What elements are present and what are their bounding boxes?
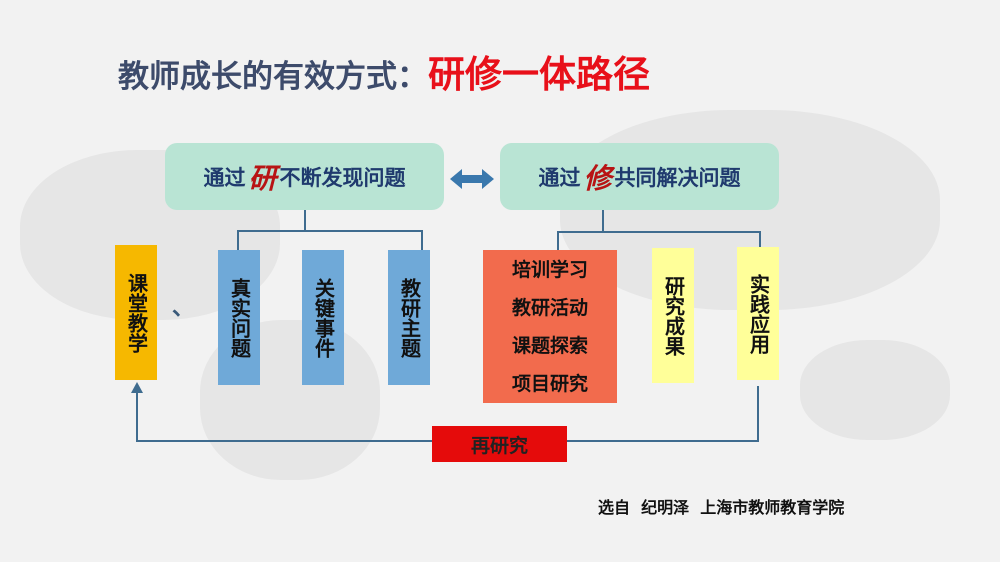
research-suffix: 不断发现问题 bbox=[279, 165, 406, 190]
research-prefix: 通过 bbox=[203, 165, 246, 190]
connector bbox=[304, 210, 306, 231]
box-label: 关键事件 bbox=[311, 277, 336, 358]
training-suffix: 共同解决问题 bbox=[614, 165, 741, 190]
training-box: 通过修共同解决问题 bbox=[500, 143, 779, 210]
loop-line bbox=[757, 386, 759, 441]
re-research-box: 再研究 bbox=[432, 426, 567, 462]
practice-box: 实践应用 bbox=[737, 247, 779, 380]
title-main: 教师成长的有效方式： bbox=[118, 59, 428, 95]
activity-item: 培训学习 bbox=[511, 258, 588, 281]
box-label: 研究成果 bbox=[661, 275, 686, 356]
title-highlight: 研修一体路径 bbox=[428, 53, 650, 96]
activity-item: 课题探索 bbox=[511, 334, 588, 357]
box-label: 教研主题 bbox=[397, 277, 422, 358]
research-theme-box: 教研主题 bbox=[388, 250, 430, 385]
connector bbox=[557, 231, 559, 250]
activity-item: 项目研究 bbox=[511, 372, 588, 395]
connector bbox=[421, 230, 423, 250]
world-map-background bbox=[800, 340, 950, 440]
training-key: 修 bbox=[583, 161, 612, 195]
loop-label: 再研究 bbox=[470, 434, 528, 457]
real-problem-box: 真实问题 bbox=[218, 250, 260, 385]
connector bbox=[759, 231, 761, 248]
activity-item: 教研活动 bbox=[511, 296, 588, 319]
source-caption: 选自 纪明泽 上海市教师教育学院 bbox=[598, 498, 845, 517]
classroom-teaching-box: 课堂教学 bbox=[115, 245, 157, 380]
connector bbox=[237, 230, 239, 250]
box-label: 课堂教学 bbox=[124, 272, 149, 353]
key-event-box: 关键事件 bbox=[302, 250, 344, 385]
separator: 、 bbox=[172, 296, 195, 321]
research-results-box: 研究成果 bbox=[652, 248, 694, 383]
connector bbox=[602, 210, 604, 232]
box-label: 真实问题 bbox=[227, 277, 252, 358]
loop-line bbox=[136, 392, 138, 442]
box-label: 实践应用 bbox=[746, 273, 771, 354]
connector bbox=[557, 231, 761, 233]
slide-title: 教师成长的有效方式：研修一体路径 bbox=[118, 44, 650, 98]
research-key: 研 bbox=[248, 161, 277, 195]
connector bbox=[237, 230, 423, 232]
training-prefix: 通过 bbox=[538, 165, 581, 190]
activities-box: 培训学习 教研活动 课题探索 项目研究 bbox=[483, 250, 617, 403]
arrow-up-icon bbox=[131, 382, 143, 393]
research-box: 通过研不断发现问题 bbox=[165, 143, 444, 210]
double-arrow-icon bbox=[450, 169, 494, 189]
